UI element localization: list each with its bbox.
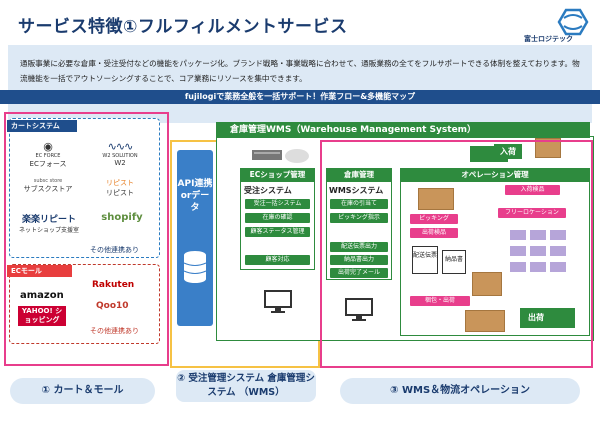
shelf-icon xyxy=(530,230,546,240)
packing-box-icon xyxy=(472,272,502,296)
packing-shipping-label: 梱包・出荷 xyxy=(410,296,470,306)
delivery-slip-doc: 配送伝票 xyxy=(412,246,438,274)
cart-mall-section xyxy=(4,112,169,366)
warehouse-sub: WMSシステム xyxy=(329,186,384,195)
qoo10-logo: Qoo10 xyxy=(96,301,129,311)
wh-step-4: 納品書出力 xyxy=(330,255,388,265)
delivery-note-doc: 納品書 xyxy=(442,250,466,274)
server-cloud-icon xyxy=(252,149,309,163)
shelf-icon xyxy=(530,246,546,256)
w2-logo: ∿∿∿ W2 SOLUTION W2 xyxy=(102,140,138,167)
company-logo xyxy=(557,8,589,36)
shelf-icon xyxy=(510,230,526,240)
ecforce-logo: ◉ EC FORCE ECフォース xyxy=(29,140,67,168)
boxes-icon xyxy=(418,188,454,210)
logo-text: 富士ロジテック xyxy=(524,35,573,43)
cart-more-text: その他連携あり xyxy=(90,246,139,254)
wh-step-2: ピッキング指示 xyxy=(330,213,388,223)
page-title: サービス特徴①フルフィルメントサービス xyxy=(18,17,348,37)
subscstore-logo: subsc store サブスクストア xyxy=(23,178,73,193)
shelf-icon xyxy=(550,246,566,256)
inspection-label: 入荷検品 xyxy=(505,185,560,195)
caption-cart-mall: ① カート＆モール xyxy=(10,378,155,404)
flow-banner: fujilogiで業務全般を一括サポート！作業フロー&多機能マップ xyxy=(0,90,600,104)
ec-step-2: 在庫の確認 xyxy=(245,213,310,223)
ship-inspection-label: 出荷検品 xyxy=(410,228,458,238)
inbound-label: 入荷 xyxy=(494,144,522,159)
shopify-logo: shopify xyxy=(101,212,143,223)
operation-head: オペレーション管理 xyxy=(400,168,590,182)
ec-mall-panel xyxy=(9,264,160,344)
rakuten-logo: Rakuten xyxy=(92,280,135,290)
cart-system-panel xyxy=(9,118,160,258)
ec-mall-label: ECモール xyxy=(7,265,72,277)
ec-step-1: 受注一括システム xyxy=(245,199,310,209)
warehouse-head: 倉庫管理 xyxy=(326,168,392,182)
intro-text: 通販事業に必要な倉庫・受注受付などの機能をパッケージ化。ブランド戦略・事業戦略に… xyxy=(20,59,580,83)
yahoo-logo: YAHOO! ショッピング xyxy=(18,306,66,326)
wh-step-1: 在庫の引当て xyxy=(330,199,388,209)
outbound-box-icon xyxy=(465,310,505,332)
monitor-icon xyxy=(264,290,292,313)
shelf-icon xyxy=(510,246,526,256)
api-box xyxy=(177,150,213,326)
outbound-label: 出荷 xyxy=(522,310,550,325)
amazon-logo: amazon xyxy=(20,290,64,301)
monitor-icon xyxy=(345,298,373,321)
wms-operation-section xyxy=(320,140,593,368)
shelf-icon xyxy=(530,262,546,272)
api-label: API連携orデータ xyxy=(177,179,213,213)
database-icon xyxy=(183,251,207,283)
ripist-logo: リピスト リピスト xyxy=(106,179,134,197)
ec-shop-sub: 受注システム xyxy=(244,186,292,195)
ec-shop-head: ECショップ管理 xyxy=(240,168,315,182)
wh-step-5: 出荷完了メール xyxy=(330,268,388,278)
shelf-icon xyxy=(550,230,566,240)
shelf-icon xyxy=(510,262,526,272)
ec-step-3: 顧客ステータス管理 xyxy=(245,227,310,237)
cart-system-label: カートシステム xyxy=(7,120,77,132)
intro-box xyxy=(8,45,592,123)
mall-more-text: その他連携あり xyxy=(90,327,139,335)
caption-order-wms: ② 受注管理システム 倉庫管理システム （WMS） xyxy=(176,370,316,402)
caption-wms-operation: ③ WMS＆物流オペレーション xyxy=(340,378,580,404)
rakurepi-logo: 楽楽リピート ネットショップ支援室 xyxy=(18,215,79,234)
shelf-icon xyxy=(550,262,566,272)
wh-step-3: 配送伝票出力 xyxy=(330,242,388,252)
wms-title: 倉庫管理WMS（Warehouse Management System） xyxy=(216,122,590,138)
picking-label: ピッキング xyxy=(410,214,458,224)
free-location-label: フリーロケーション xyxy=(498,208,566,218)
box-icon xyxy=(535,138,561,158)
ec-step-4: 顧客対応 xyxy=(245,255,310,265)
